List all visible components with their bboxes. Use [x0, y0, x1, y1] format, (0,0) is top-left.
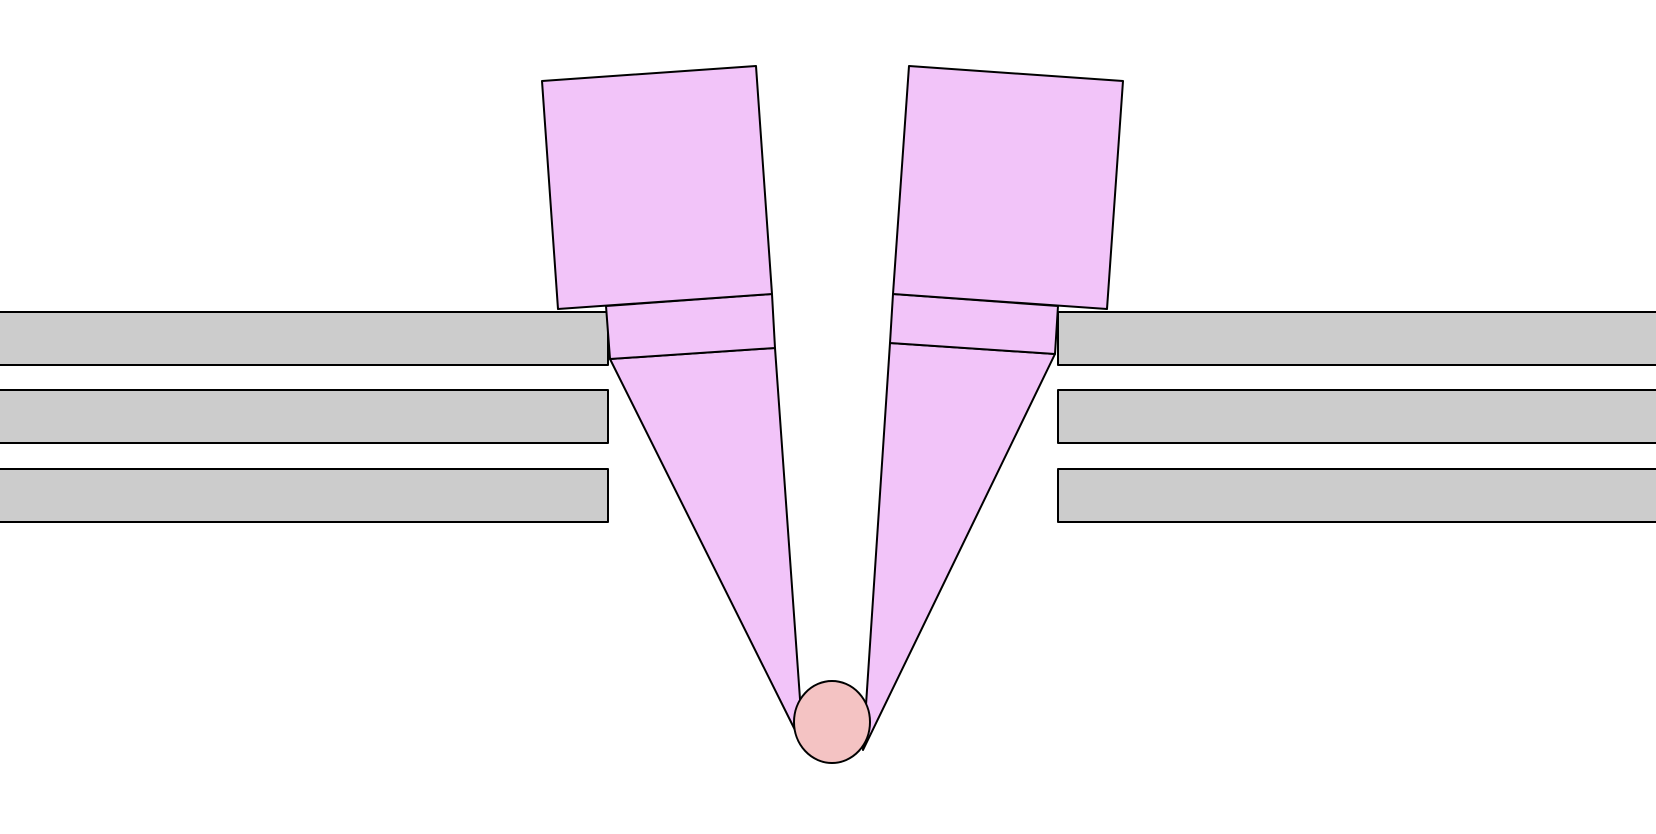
right-plate-middle — [1057, 389, 1656, 444]
left-arm-head — [541, 65, 773, 310]
left-plate-stack — [0, 311, 609, 523]
left-plate-middle — [0, 389, 609, 444]
right-arm-jaw — [862, 342, 1056, 751]
left-plate-bottom — [0, 468, 609, 523]
right-gripper-arm — [862, 65, 1124, 751]
gripped-ball — [793, 680, 871, 764]
right-arm-head — [892, 65, 1124, 310]
right-plate-bottom — [1057, 468, 1656, 523]
right-plate-stack — [1057, 311, 1656, 523]
left-arm-jaw — [609, 347, 802, 731]
left-plate-top — [0, 311, 609, 366]
left-gripper-arm — [541, 65, 802, 731]
right-plate-top — [1057, 311, 1656, 366]
